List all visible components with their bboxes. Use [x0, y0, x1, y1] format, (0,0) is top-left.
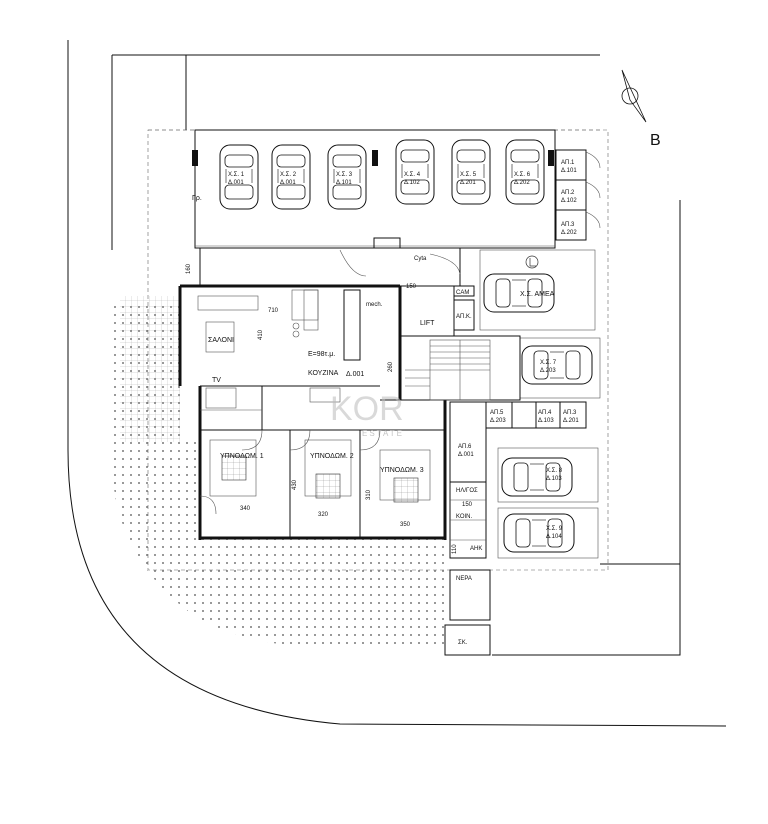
mech-label: mech.: [366, 302, 383, 308]
space-5-ref: Δ.201: [460, 180, 476, 186]
space-4-name: Χ.Σ. 4: [404, 172, 421, 178]
space-2-name: Χ.Σ. 2: [280, 172, 297, 178]
unit-label: Δ.001: [346, 371, 364, 378]
dim-430: 430: [292, 479, 298, 490]
hlygos-label: ΗΛ/ΓΟΣ: [456, 488, 478, 494]
space-5-name: Χ.Σ. 5: [460, 172, 477, 178]
saloni-label: ΣΑΛΟΝΙ: [208, 337, 234, 344]
accessible-space: [479, 249, 596, 331]
dim-150b: 150: [462, 502, 473, 508]
ap3b-name: ΑΠ.3: [563, 410, 577, 416]
ap5-ref: Δ.203: [490, 418, 506, 424]
dim-320: 320: [318, 512, 329, 518]
sk-label: ΣΚ.: [458, 640, 468, 646]
koin-label: ΚΟΙΝ.: [456, 514, 472, 520]
site-boundary: [67, 40, 727, 727]
space-2-ref: Δ.001: [280, 180, 296, 186]
storage-top: [555, 149, 601, 241]
car-9: [497, 507, 599, 559]
dim-310: 310: [366, 489, 372, 500]
ap6-name: ΑΠ.6: [458, 444, 472, 450]
accessible-label: Χ.Σ. ΑΜΕΑ: [520, 291, 555, 298]
utility-rooms: [444, 401, 491, 656]
space-9-ref: Δ.104: [546, 534, 562, 540]
north-arrow: [621, 69, 647, 123]
space-6-ref: Δ.202: [514, 180, 530, 186]
car-7: [519, 337, 601, 399]
side-grid: [120, 296, 180, 442]
doors: [199, 429, 381, 515]
north-label: B: [650, 132, 661, 149]
lobby-walls: [199, 237, 521, 401]
apk-label: ΑΠ.Κ.: [456, 314, 472, 320]
space-8-ref: Δ.103: [546, 476, 562, 482]
stairs: [405, 339, 491, 401]
space-3-name: Χ.Σ. 3: [336, 172, 353, 178]
gr-label: Γρ.: [192, 195, 202, 202]
car-8: [497, 447, 599, 503]
dim-160: 160: [186, 263, 192, 274]
dim-710: 710: [268, 308, 279, 314]
kouzina-label: ΚΟΥΖΙΝΑ: [308, 370, 339, 377]
nera-label: ΝΕΡΑ: [456, 576, 472, 582]
dim-350: 350: [400, 522, 411, 528]
space-7-name: Χ.Σ. 7: [540, 360, 557, 366]
space-6-name: Χ.Σ. 6: [514, 172, 531, 178]
tv-label: TV: [212, 377, 221, 384]
ap6-ref: Δ.001: [458, 452, 474, 458]
terrace-area: [360, 538, 445, 650]
watermark-sub: ESTATE: [362, 429, 404, 438]
ap5-name: ΑΠ.5: [490, 410, 504, 416]
ap4-ref: Δ.103: [538, 418, 554, 424]
ap3-name: ΑΠ.3: [561, 222, 575, 228]
ap1-ref: Δ.101: [561, 168, 577, 174]
space-1-name: Χ.Σ. 1: [228, 172, 245, 178]
space-7-ref: Δ.203: [540, 368, 556, 374]
space-3-ref: Δ.101: [336, 180, 352, 186]
ap3-ref: Δ.202: [561, 230, 577, 236]
dim-260: 260: [388, 361, 394, 372]
dim-410: 410: [258, 329, 264, 340]
space-9-name: Χ.Σ. 9: [546, 526, 563, 532]
dim-150a: 150: [406, 284, 417, 290]
apartment-walls: [178, 284, 447, 540]
cyta-label: Cyta: [414, 256, 427, 262]
area-label: Ε=98τ.μ.: [308, 351, 335, 358]
ahk-label: ΑΗΚ: [470, 546, 482, 552]
ap3b-ref: Δ.201: [563, 418, 579, 424]
ap4-name: ΑΠ.4: [538, 410, 552, 416]
bed2-label: ΥΠΝΟΔΩΜ. 2: [310, 453, 354, 460]
bed3-label: ΥΠΝΟΔΩΜ. 3: [380, 467, 424, 474]
furniture: [197, 289, 431, 503]
space-4-ref: Δ.102: [404, 180, 420, 186]
ap1-name: ΑΠ.1: [561, 160, 575, 166]
bed1-label: ΥΠΝΟΔΩΜ. 1: [220, 453, 264, 460]
watermark-main: KOR: [330, 390, 404, 428]
dim-340: 340: [240, 506, 251, 512]
ap2-ref: Δ.102: [561, 198, 577, 204]
space-8-name: Χ.Σ. 8: [546, 468, 563, 474]
lift-label: LIFT: [420, 320, 435, 327]
dim-110: 110: [452, 544, 458, 554]
cam-label: CAM: [456, 290, 469, 296]
ap2-name: ΑΠ.2: [561, 190, 575, 196]
space-1-ref: Δ.001: [228, 180, 244, 186]
